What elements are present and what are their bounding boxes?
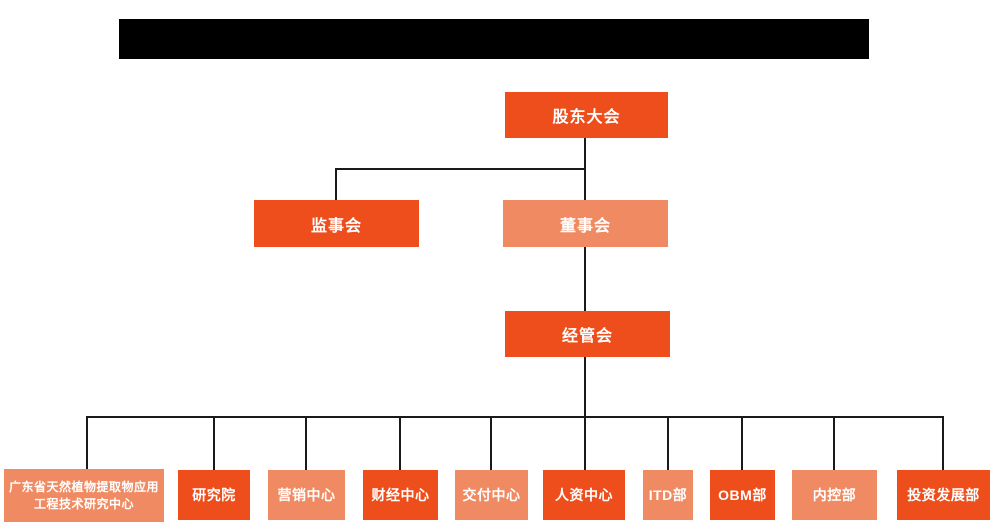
node-management-committee: 经管会 (505, 311, 670, 357)
node-dept-investment-development: 投资发展部 (897, 470, 990, 520)
connector-drop (667, 417, 669, 470)
connector-drop (399, 417, 401, 470)
node-supervisory-board: 监事会 (254, 200, 419, 247)
connector-drop (741, 417, 743, 470)
connector-branch-horizontal (335, 168, 586, 170)
node-dept-research-center: 广东省天然植物提取物应用工程技术研究中心 (4, 469, 164, 522)
node-dept-internal-control: 内控部 (792, 470, 877, 520)
node-dept-research-institute: 研究院 (178, 470, 250, 520)
connector-drop (942, 417, 944, 470)
node-dept-obm: OBM部 (710, 470, 775, 520)
node-dept-finance-center: 财经中心 (363, 470, 438, 520)
node-dept-hr-center: 人资中心 (543, 470, 625, 520)
node-board-of-directors: 董事会 (503, 200, 668, 247)
node-dept-marketing-center: 营销中心 (268, 470, 345, 520)
connector-drop (584, 417, 586, 470)
node-shareholders-meeting: 股东大会 (505, 92, 668, 138)
connector-drop (213, 417, 215, 470)
connector-drop (490, 417, 492, 470)
node-dept-itd: ITD部 (643, 470, 693, 520)
connector-drop (833, 417, 835, 470)
connector-drop (305, 417, 307, 470)
connector-drop (86, 417, 88, 470)
connector-bus-horizontal (86, 416, 944, 418)
connector-to-supervisory (335, 168, 337, 200)
connector-management-to-bus (584, 357, 586, 417)
connector-board-to-management (584, 247, 586, 311)
node-dept-delivery-center: 交付中心 (455, 470, 528, 520)
redacted-title-bar (119, 19, 869, 59)
